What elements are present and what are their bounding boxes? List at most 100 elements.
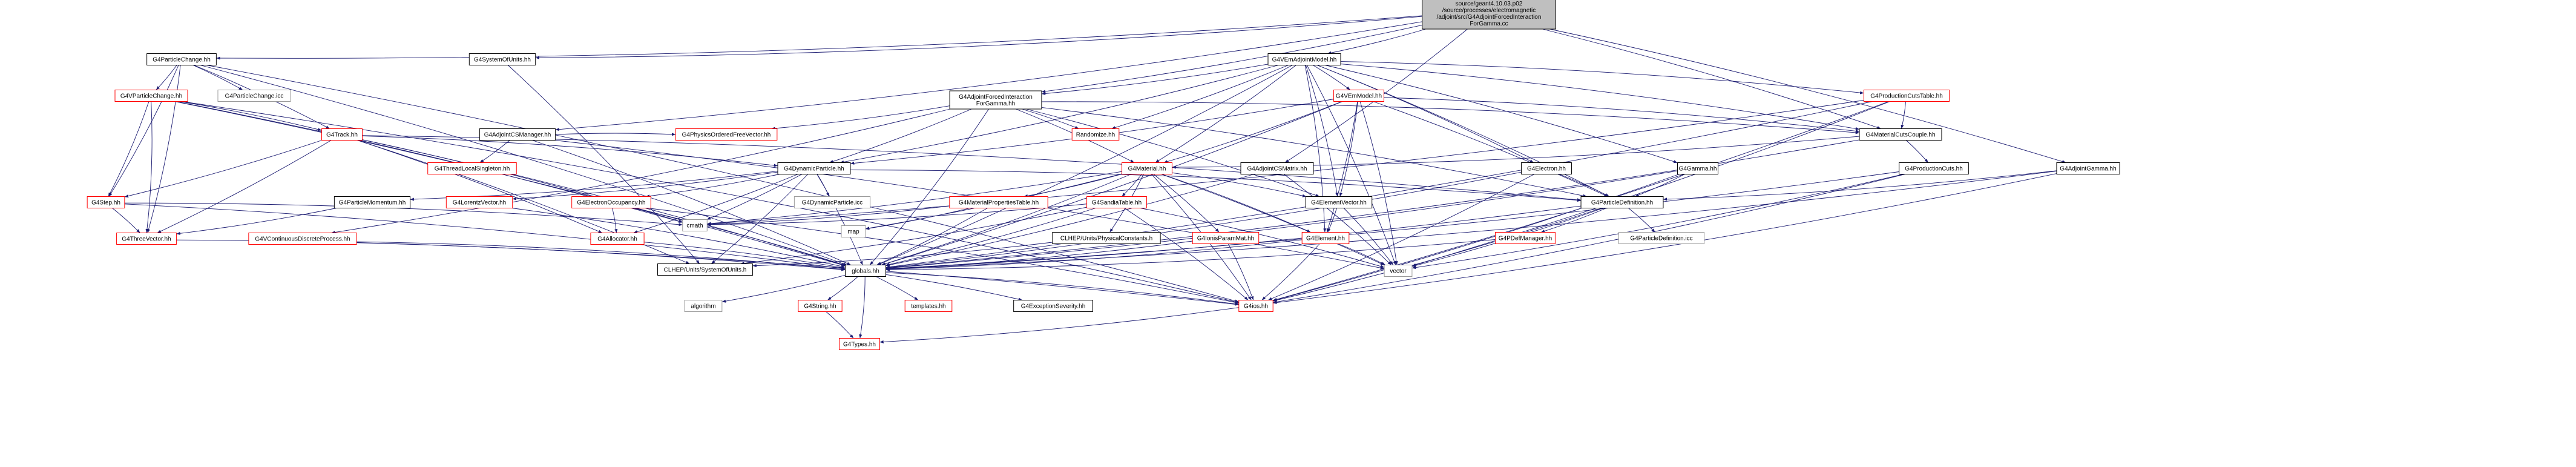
node-box — [798, 300, 843, 312]
node-dynamicparticle[interactable]: G4DynamicParticle.hh — [777, 162, 851, 174]
node-productioncuts[interactable]: G4ProductionCuts.hh — [1899, 162, 1969, 174]
node-adjointcsmanager[interactable]: G4AdjointCSManager.hh — [479, 128, 556, 141]
node-g4types[interactable]: G4Types.hh — [839, 338, 880, 350]
node-g4ios[interactable]: G4ios.hh — [1238, 300, 1273, 312]
edge-sandiatable-to-cmath — [707, 204, 1087, 227]
node-gamma[interactable]: G4Gamma.hh — [1677, 162, 1718, 174]
edge-gamma-to-g4ios — [1273, 174, 1680, 302]
node-vemadjointmodel[interactable]: G4VEmAdjointModel.hh — [1267, 53, 1341, 65]
node-globals[interactable]: globals.hh — [845, 265, 886, 277]
edge-materialpropertiestable-to-map — [865, 208, 970, 230]
node-templates[interactable]: templates.hh — [904, 300, 953, 312]
node-cmath[interactable]: cmath — [682, 219, 708, 231]
node-box — [1422, 0, 1556, 30]
edge-particlechange-to-step — [108, 65, 179, 197]
edge-material-to-vector — [1161, 174, 1385, 266]
node-label: G4LorentzVector.hh — [453, 200, 506, 207]
node-map[interactable]: map — [841, 225, 866, 237]
node-box — [1677, 162, 1718, 174]
edge-adjointcsmanager-to-threadlocalsingleton — [479, 140, 510, 163]
node-label: G4ios.hh — [1244, 303, 1268, 310]
node-material[interactable]: G4Material.hh — [1122, 162, 1172, 174]
edge-vparticlechange-to-threevector — [145, 101, 153, 233]
edge-material-to-cmath — [707, 171, 1122, 225]
node-sandiatable[interactable]: G4SandiaTable.hh — [1086, 196, 1147, 208]
node-particledefinition[interactable]: G4ParticleDefinition.hh — [1580, 196, 1664, 208]
node-root[interactable]: source/geant4.10.03.p02/source/processes… — [1422, 0, 1556, 30]
node-track[interactable]: G4Track.hh — [321, 128, 363, 141]
node-vector[interactable]: vector — [1384, 265, 1413, 277]
node-box — [87, 196, 125, 208]
edge-adjointforcedinteraction-to-materialcutscouple — [1041, 101, 1860, 134]
node-label: map — [847, 229, 859, 236]
node-allocator[interactable]: G4Allocator.hh — [590, 233, 645, 245]
edge-dynamicparticle-to-clhepsystemofunits — [711, 174, 809, 264]
edge-gamma-to-globals — [886, 170, 1678, 270]
node-pdefmanager[interactable]: G4PDefManager.hh — [1495, 232, 1556, 244]
edge-gamma-to-particledefinition — [1635, 174, 1686, 197]
node-algorithm[interactable]: algorithm — [684, 300, 723, 312]
node-box — [217, 90, 291, 102]
node-exceptionseverity[interactable]: G4ExceptionSeverity.hh — [1013, 300, 1093, 312]
edge-lorentzvector-to-globals — [511, 208, 846, 268]
node-box — [1495, 232, 1556, 244]
node-box — [1859, 128, 1942, 141]
node-physicalconstants[interactable]: CLHEP/Units/PhysicalConstants.h — [1052, 232, 1161, 244]
edge-electronoccupancy-to-g4ios — [647, 208, 1239, 304]
edge-adjointforcedinteraction-to-dynamicparticle — [829, 108, 972, 163]
node-randomize[interactable]: Randomize.hh — [1071, 128, 1120, 141]
edge-vemadjointmodel-to-vemmodel — [1313, 65, 1351, 90]
node-lorentzvector[interactable]: G4LorentzVector.hh — [445, 196, 513, 208]
edge-vemmodel-to-globals — [881, 101, 1343, 266]
edge-electron-to-g4ios — [1267, 174, 1535, 300]
node-g4string[interactable]: G4String.hh — [798, 300, 843, 312]
node-element[interactable]: G4Element.hh — [1301, 232, 1350, 244]
node-box — [682, 219, 708, 231]
node-materialcutscouple[interactable]: G4MaterialCutsCouple.hh — [1859, 128, 1942, 141]
node-threevector[interactable]: G4ThreeVector.hh — [116, 233, 177, 245]
node-electron[interactable]: G4Electron.hh — [1521, 162, 1572, 174]
node-adjointcsmatrix[interactable]: G4AdjointCSMatrix.hh — [1240, 162, 1314, 174]
edge-dynamicparticle-to-cmath — [706, 174, 803, 220]
node-electronoccupancy[interactable]: G4ElectronOccupancy.hh — [571, 196, 651, 208]
node-vparticlechange[interactable]: G4VParticleChange.hh — [114, 90, 188, 102]
node-threadlocalsingleton[interactable]: G4ThreadLocalSingleton.hh — [427, 162, 517, 174]
edge-ionisparammat-to-g4ios — [1227, 243, 1254, 300]
node-productioncutstable[interactable]: G4ProductionCutsTable.hh — [1863, 90, 1950, 102]
edge-layer — [108, 15, 2066, 343]
node-particlechangeicc[interactable]: G4ParticleChange.icc — [217, 90, 291, 102]
node-box — [1863, 90, 1950, 102]
node-ionisparammat[interactable]: G4IonisParamMat.hh — [1192, 232, 1260, 244]
node-box — [1238, 300, 1273, 312]
edge-element-to-vector — [1338, 243, 1386, 265]
edge-electron-to-globals — [886, 171, 1522, 269]
node-step[interactable]: G4Step.hh — [87, 196, 125, 208]
node-particlemomentum[interactable]: G4ParticleMomentum.hh — [334, 196, 411, 208]
node-label: G4Element.hh — [1306, 236, 1345, 242]
node-label: G4PhysicsOrderedFreeVector.hh — [682, 132, 771, 139]
node-systemofunits[interactable]: G4SystemOfUnits.hh — [468, 53, 536, 65]
node-vcontinuousdiscreteprocess[interactable]: G4VContinuousDiscreteProcess.hh — [248, 233, 357, 245]
node-dynamicparticleicc[interactable]: G4DynamicParticle.icc — [794, 196, 871, 208]
edge-adjointforcedinteraction-to-particledefinition — [1041, 107, 1587, 197]
node-label: G4ElectronOccupancy.hh — [577, 200, 645, 207]
node-vemmodel[interactable]: G4VEmModel.hh — [1333, 90, 1384, 102]
node-box — [841, 225, 866, 237]
edge-vemadjointmodel-to-gamma — [1325, 65, 1678, 164]
node-materialpropertiestable[interactable]: G4MaterialPropertiesTable.hh — [949, 196, 1048, 208]
node-particledefinitionicc[interactable]: G4ParticleDefinition.icc — [1618, 232, 1705, 244]
edge-adjointforcedinteraction-to-vcontinuousdiscreteprocess — [331, 108, 951, 234]
node-clhepsystemofunits[interactable]: CLHEP/Units/SystemOfUnits.h — [657, 263, 754, 276]
node-box — [949, 196, 1048, 208]
edge-vemmodel-to-materialcutscouple — [1384, 97, 1860, 133]
node-adjointgamma[interactable]: G4AdjointGamma.hh — [2056, 162, 2120, 174]
node-physicsorderedfreevector[interactable]: G4PhysicsOrderedFreeVector.hh — [675, 128, 778, 141]
edge-productioncuts-to-vector — [1411, 174, 1904, 270]
node-particlechange[interactable]: G4ParticleChange.hh — [146, 53, 217, 65]
edge-vemmodel-to-material — [1163, 101, 1342, 164]
node-label: vector — [1390, 268, 1407, 275]
node-box — [1521, 162, 1572, 174]
node-elementvector[interactable]: G4ElementVector.hh — [1305, 196, 1373, 208]
edge-elementvector-to-element — [1327, 208, 1337, 233]
